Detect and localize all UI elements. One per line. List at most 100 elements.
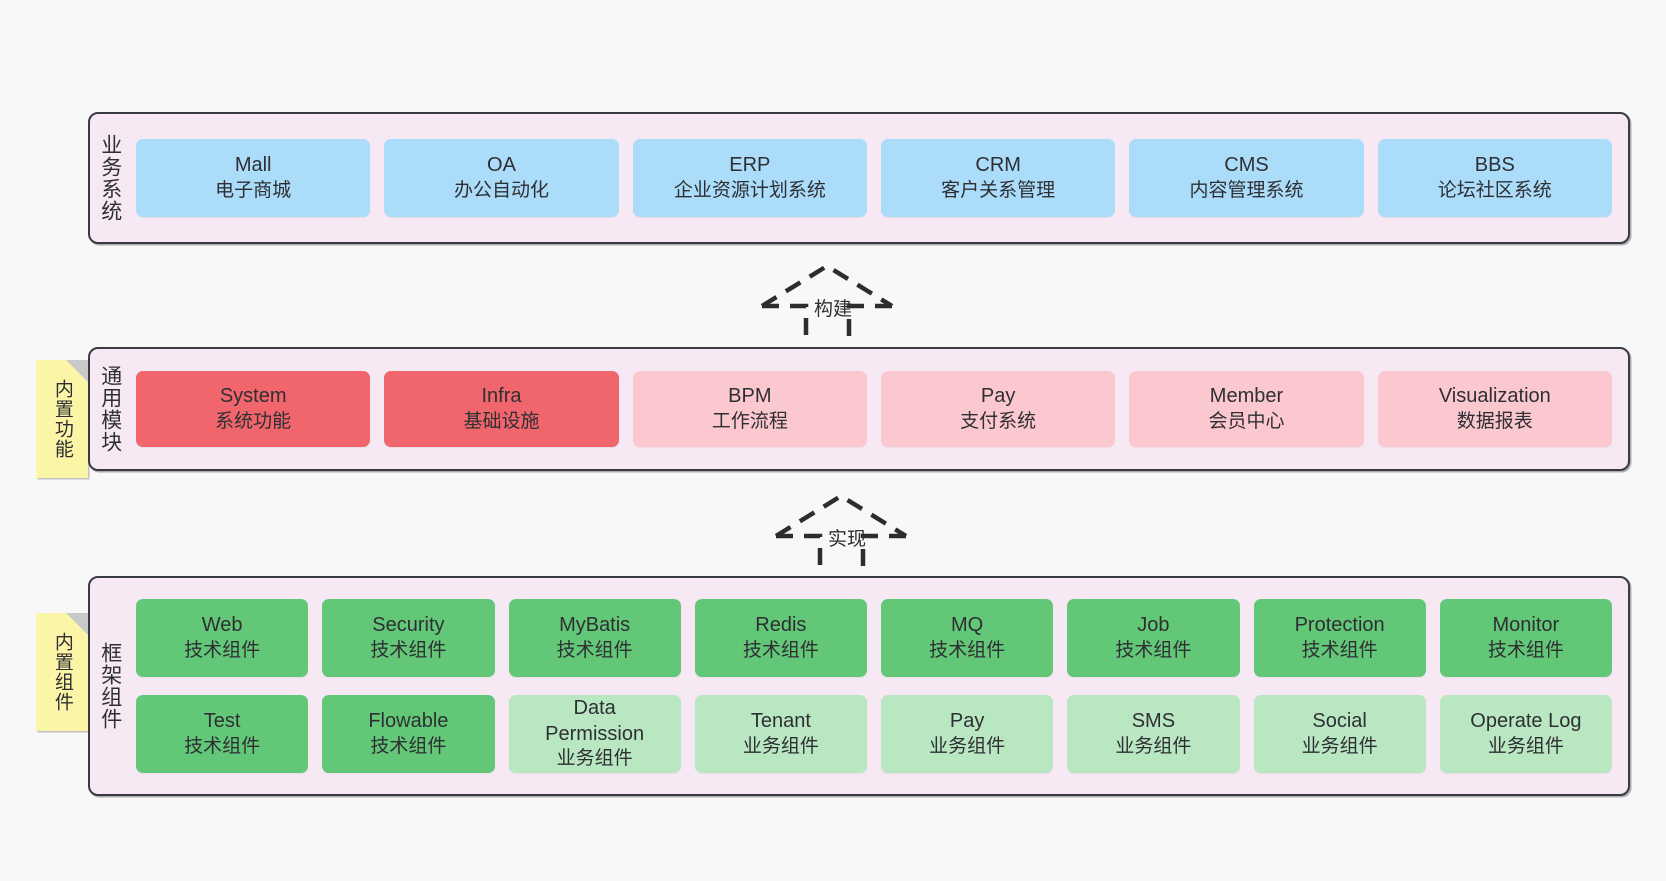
layer-body-framework-component: Web 技术组件 Security 技术组件 MyBatis 技术组件 Redi… — [130, 578, 1628, 794]
node-pay-business[interactable]: Pay 业务组件 — [881, 695, 1054, 773]
node-title: OA — [487, 154, 516, 177]
layer-framework-component[interactable]: 框架组件 Web 技术组件 Security 技术组件 MyBatis 技术组件… — [88, 576, 1630, 796]
sticky-note-label: 内置组件 — [51, 632, 73, 712]
node-row-business: Test 技术组件 Flowable 技术组件 Data Permission … — [136, 695, 1612, 773]
node-title: Data Permission — [545, 697, 645, 745]
node-mall[interactable]: Mall 电子商城 — [136, 139, 371, 217]
dashed-generalization-arrow-icon — [760, 263, 894, 344]
node-title: BBS — [1474, 154, 1515, 177]
node-title: Pay — [949, 710, 985, 733]
node-subtitle: 技术组件 — [370, 735, 447, 757]
node-subtitle: 业务组件 — [929, 735, 1006, 757]
node-subtitle: 数据报表 — [1456, 410, 1533, 432]
node-row-technical: Web 技术组件 Security 技术组件 MyBatis 技术组件 Redi… — [136, 599, 1612, 677]
node-subtitle: 企业资源计划系统 — [673, 179, 826, 201]
layer-title-framework-component: 框架组件 — [98, 642, 122, 730]
node-flowable[interactable]: Flowable 技术组件 — [322, 695, 495, 773]
sticky-note-label: 内置功能 — [51, 379, 73, 459]
node-title: Protection — [1294, 614, 1385, 637]
node-mybatis[interactable]: MyBatis 技术组件 — [508, 599, 681, 677]
sticky-fold-corner-icon — [66, 360, 88, 382]
node-member[interactable]: Member 会员中心 — [1129, 371, 1364, 447]
layer-business-system[interactable]: 业务系统 Mall 电子商城 OA 办公自动化 ERP 企业资源计划系统 CRM… — [88, 112, 1630, 244]
node-crm[interactable]: CRM 客户关系管理 — [880, 139, 1116, 217]
connector-build — [758, 262, 898, 344]
node-monitor[interactable]: Monitor 技术组件 — [1439, 599, 1612, 677]
node-social[interactable]: Social 业务组件 — [1253, 695, 1426, 773]
layer-title-business-system: 业务系统 — [98, 134, 122, 222]
node-subtitle: 技术组件 — [1487, 639, 1564, 661]
node-title: Flowable — [368, 710, 449, 733]
node-security[interactable]: Security 技术组件 — [322, 599, 495, 677]
node-subtitle: 技术组件 — [929, 639, 1006, 661]
node-subtitle: 技术组件 — [184, 639, 261, 661]
node-title: Infra — [481, 385, 522, 408]
node-subtitle: 电子商城 — [215, 179, 292, 201]
connector-implement — [772, 492, 912, 574]
node-erp[interactable]: ERP 企业资源计划系统 — [632, 139, 867, 217]
node-subtitle: 业务组件 — [1115, 735, 1192, 757]
node-visualization[interactable]: Visualization 数据报表 — [1377, 371, 1612, 447]
node-subtitle: 论坛社区系统 — [1437, 179, 1552, 201]
node-pay[interactable]: Pay 支付系统 — [880, 371, 1116, 447]
node-cms[interactable]: CMS 内容管理系统 — [1129, 139, 1364, 217]
node-subtitle: 办公自动化 — [453, 179, 549, 201]
node-mq[interactable]: MQ 技术组件 — [881, 599, 1054, 677]
node-title: Visualization — [1438, 385, 1551, 408]
node-bpm[interactable]: BPM 工作流程 — [632, 371, 867, 447]
layer-body-common-module: System 系统功能 Infra 基础设施 BPM 工作流程 Pay 支付系统… — [130, 349, 1628, 469]
node-subtitle: 客户关系管理 — [941, 179, 1056, 201]
node-sms[interactable]: SMS 业务组件 — [1067, 695, 1240, 773]
node-title: Redis — [755, 614, 807, 637]
connector-implement-label: 实现 — [828, 529, 867, 550]
node-subtitle: 技术组件 — [370, 639, 447, 661]
node-subtitle: 工作流程 — [711, 410, 788, 432]
node-subtitle: 业务组件 — [556, 748, 633, 770]
node-data-permission[interactable]: Data Permission 业务组件 — [508, 695, 681, 773]
connector-build-label: 构建 — [814, 299, 853, 320]
layer-body-business-system: Mall 电子商城 OA 办公自动化 ERP 企业资源计划系统 CRM 客户关系… — [130, 114, 1628, 242]
node-infra[interactable]: Infra 基础设施 — [384, 371, 619, 447]
node-title: SMS — [1131, 710, 1176, 733]
node-title: Mall — [234, 154, 272, 177]
node-system[interactable]: System 系统功能 — [136, 371, 371, 447]
node-subtitle: 会员中心 — [1208, 410, 1285, 432]
dashed-generalization-arrow-icon — [774, 493, 908, 574]
node-subtitle: 技术组件 — [1115, 639, 1192, 661]
node-title: Pay — [980, 385, 1016, 408]
sticky-fold-corner-icon — [66, 613, 88, 635]
node-protection[interactable]: Protection 技术组件 — [1253, 599, 1426, 677]
node-subtitle: 系统功能 — [215, 410, 292, 432]
node-job[interactable]: Job 技术组件 — [1067, 599, 1240, 677]
node-title: MQ — [951, 614, 984, 637]
node-oa[interactable]: OA 办公自动化 — [384, 139, 619, 217]
node-title: ERP — [729, 154, 771, 177]
node-title: CMS — [1224, 154, 1269, 177]
node-title: Security — [372, 614, 445, 637]
node-web[interactable]: Web 技术组件 — [136, 599, 309, 677]
node-subtitle: 业务组件 — [1301, 735, 1378, 757]
node-subtitle: 业务组件 — [742, 735, 819, 757]
node-subtitle: 技术组件 — [742, 639, 819, 661]
node-redis[interactable]: Redis 技术组件 — [694, 599, 867, 677]
node-subtitle: 技术组件 — [184, 735, 261, 757]
node-subtitle: 技术组件 — [556, 639, 633, 661]
node-operate-log[interactable]: Operate Log 业务组件 — [1439, 695, 1612, 773]
node-subtitle: 内容管理系统 — [1189, 179, 1304, 201]
node-title: MyBatis — [559, 614, 631, 637]
node-title: Monitor — [1492, 614, 1560, 637]
node-bbs[interactable]: BBS 论坛社区系统 — [1377, 139, 1612, 217]
node-title: Social — [1312, 710, 1367, 733]
node-row: Mall 电子商城 OA 办公自动化 ERP 企业资源计划系统 CRM 客户关系… — [136, 139, 1612, 217]
layer-common-module[interactable]: 通用模块 System 系统功能 Infra 基础设施 BPM 工作流程 Pay… — [88, 347, 1630, 471]
node-title: Test — [203, 710, 241, 733]
sticky-note-builtin-function: 内置功能 — [36, 360, 88, 478]
node-test[interactable]: Test 技术组件 — [136, 695, 309, 773]
node-subtitle: 技术组件 — [1301, 639, 1378, 661]
node-tenant[interactable]: Tenant 业务组件 — [694, 695, 867, 773]
sticky-note-builtin-component: 内置组件 — [36, 613, 88, 731]
node-subtitle: 支付系统 — [960, 410, 1037, 432]
node-subtitle: 业务组件 — [1487, 735, 1564, 757]
node-row: System 系统功能 Infra 基础设施 BPM 工作流程 Pay 支付系统… — [136, 371, 1612, 447]
